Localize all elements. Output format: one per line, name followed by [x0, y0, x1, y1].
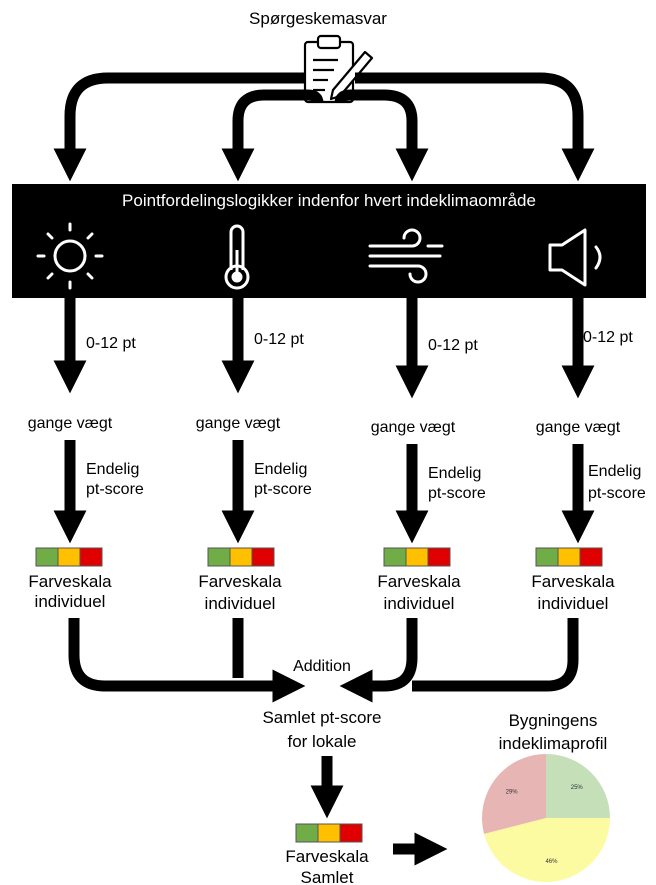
score-label-2b: pt-score: [254, 481, 312, 498]
sun-icon: [36, 222, 104, 290]
score-label-2a: Endelig: [254, 461, 307, 478]
pie-slice-label-3: 29%: [506, 789, 519, 795]
profile-title-2: indeklimaprofil: [499, 734, 608, 753]
pie-slice-label-1: 25%: [571, 785, 584, 791]
logic-banner: [12, 184, 646, 298]
color-scale-individual-2: [207, 547, 275, 567]
score-label-4b: pt-score: [588, 485, 646, 502]
color-scale-individual-4: [535, 547, 603, 567]
weight-label-3: gange vægt: [371, 419, 456, 436]
scale-label-3b: individuel: [384, 594, 455, 613]
color-scale-individual-1: [35, 547, 103, 567]
wind-icon: [368, 228, 444, 284]
questionnaire-branch-arrows: [53, 72, 595, 182]
scale-label-1a: Farveskala: [28, 572, 112, 591]
banner-title: Pointfordelingslogikker indenfor hvert i…: [122, 191, 536, 210]
addition-arrows: [68, 618, 579, 703]
scale-label-4a: Farveskala: [531, 572, 615, 591]
total-score-label-2: for lokale: [288, 732, 357, 751]
score-arrows: [53, 440, 595, 544]
color-scale-individual-3: [383, 547, 451, 567]
pie-slice-3: [482, 754, 546, 834]
points-label-1: 0-12 pt: [86, 335, 136, 352]
addition-label: Addition: [293, 658, 351, 675]
points-arrows: [53, 298, 595, 399]
pie-slice-1: [546, 754, 610, 818]
speaker-icon: [548, 228, 602, 287]
scale-label-2b: individuel: [205, 594, 276, 613]
score-label-1a: Endelig: [86, 461, 139, 478]
pie-slice-label-2: 46%: [545, 859, 558, 865]
score-label-3a: Endelig: [428, 465, 481, 482]
total-score-label-1: Samlet pt-score: [262, 708, 381, 727]
score-label-3b: pt-score: [428, 485, 486, 502]
pie-slice-2: [484, 818, 610, 883]
weight-label-4: gange vægt: [536, 419, 621, 436]
total-scale-label-2: Samlet: [301, 868, 354, 885]
total-scale-label-1: Farveskala: [285, 847, 369, 866]
score-label-4a: Endelig: [588, 463, 641, 480]
scale-label-3a: Farveskala: [377, 572, 461, 591]
scale-label-1b: individuel: [35, 592, 106, 611]
score-label-1b: pt-score: [86, 481, 144, 498]
points-label-3: 0-12 pt: [428, 337, 478, 354]
scale-label-4b: individuel: [538, 594, 609, 613]
scale-label-2a: Farveskala: [198, 572, 282, 591]
clipboard-icon: [303, 34, 374, 104]
indoor-climate-profile-pie: 25% 46% 29%: [482, 754, 610, 883]
profile-title-1: Bygningens: [509, 711, 598, 730]
color-scale-total: [295, 823, 363, 843]
weight-label-1: gange vægt: [28, 415, 113, 432]
thermometer-icon: [224, 224, 250, 290]
points-label-2: 0-12 pt: [254, 331, 304, 348]
weight-label-2: gange vægt: [196, 415, 281, 432]
points-label-4: 0-12 pt: [583, 329, 633, 346]
questionnaire-label: Spørgeskemasvar: [249, 9, 387, 28]
